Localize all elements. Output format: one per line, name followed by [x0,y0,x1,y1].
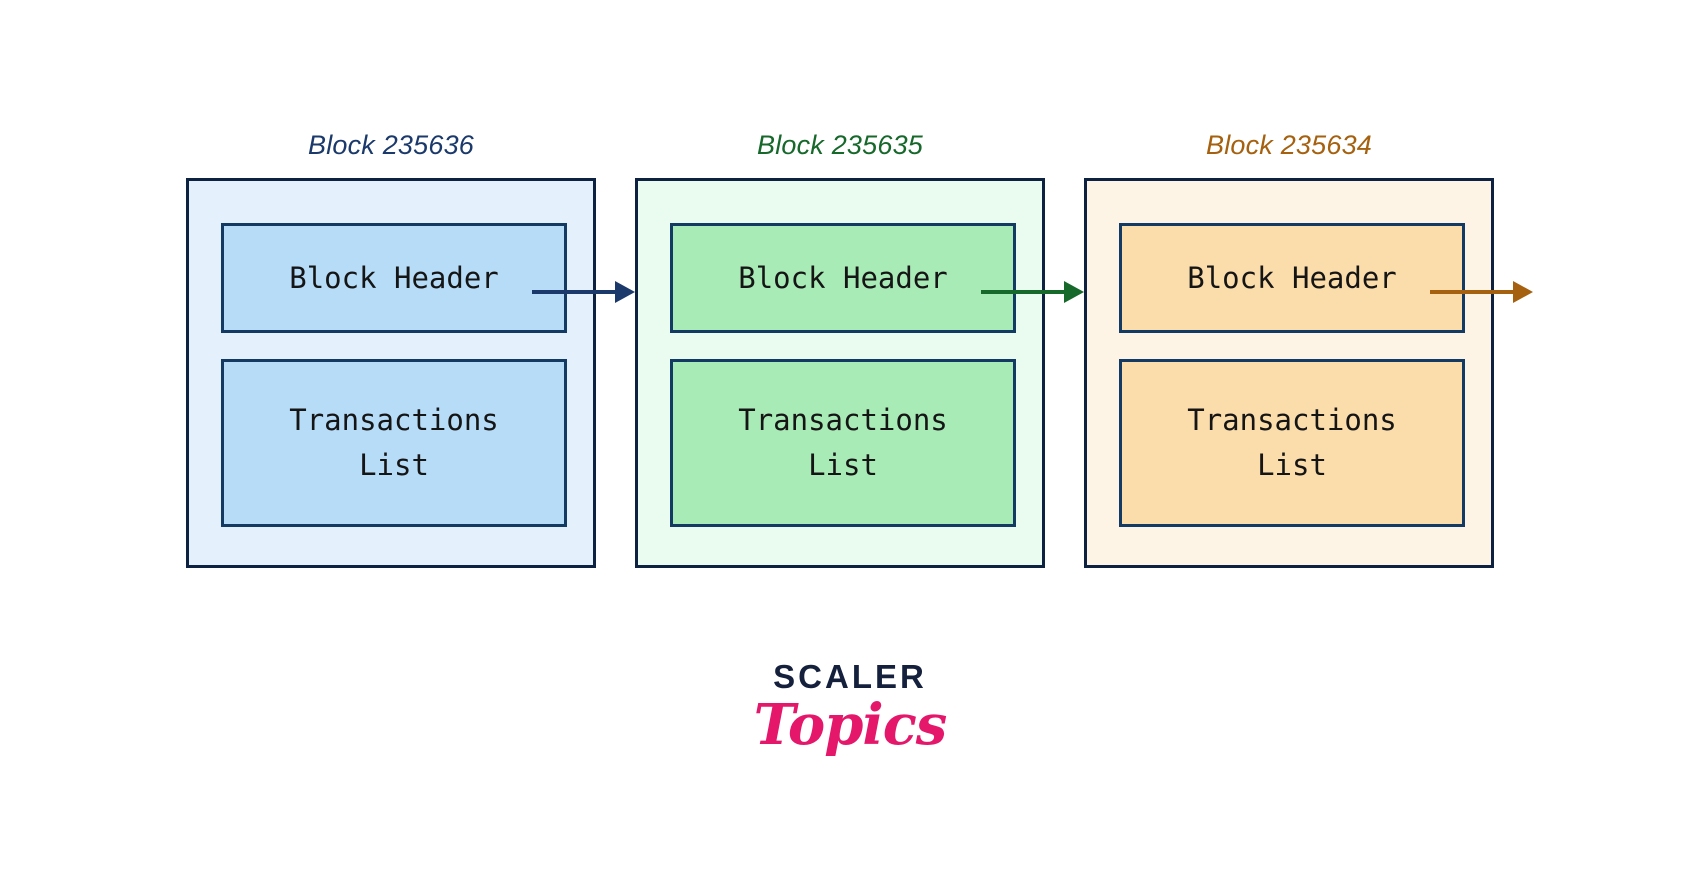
block-label-2: Block 235635 [756,130,924,160]
scaler-topics-logo: SCALER Topics [0,660,1700,757]
block-header-box-1: Block Header [221,223,567,333]
block-column-3: Block 235634 Block Header Transactions L… [1084,130,1494,600]
arrow-head-1 [615,281,635,303]
arrow-right-icon-3 [1430,281,1533,303]
arrow-shaft-1 [532,290,617,294]
block-label-1: Block 235636 [307,130,475,160]
block-header-box-2: Block Header [670,223,1016,333]
arrow-shaft-3 [1430,290,1515,294]
arrow-shaft-2 [981,290,1066,294]
block-outer-1: Block Header Transactions List [186,178,596,568]
logo-wordmark-topics: Topics [753,692,948,758]
block-label-3: Block 235634 [1205,130,1373,160]
transactions-list-box-3: Transactions List [1119,359,1465,527]
block-outer-3: Block Header Transactions List [1084,178,1494,568]
block-chain: Block 235636 Block Header Transactions L… [0,130,1700,600]
block-outer-2: Block Header Transactions List [635,178,1045,568]
arrow-head-3 [1513,281,1533,303]
logo-wordmark-scaler: SCALER [773,658,927,695]
arrow-head-2 [1064,281,1084,303]
block-column-2: Block 235635 Block Header Transactions L… [635,130,1045,600]
arrow-right-icon-2 [981,281,1084,303]
arrow-right-icon-1 [532,281,635,303]
transactions-list-box-1: Transactions List [221,359,567,527]
transactions-list-box-2: Transactions List [670,359,1016,527]
block-header-box-3: Block Header [1119,223,1465,333]
block-column-1: Block 235636 Block Header Transactions L… [186,130,596,600]
